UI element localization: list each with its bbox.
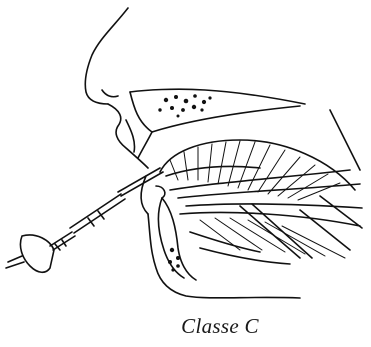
figure-caption: Classe C — [150, 314, 290, 339]
floor-of-mouth — [180, 196, 362, 264]
instrument — [6, 168, 163, 272]
face-profile — [85, 8, 148, 168]
tongue — [160, 140, 362, 208]
palate — [126, 89, 305, 158]
pharynx — [330, 110, 360, 170]
palate-bone-texture — [158, 94, 211, 117]
